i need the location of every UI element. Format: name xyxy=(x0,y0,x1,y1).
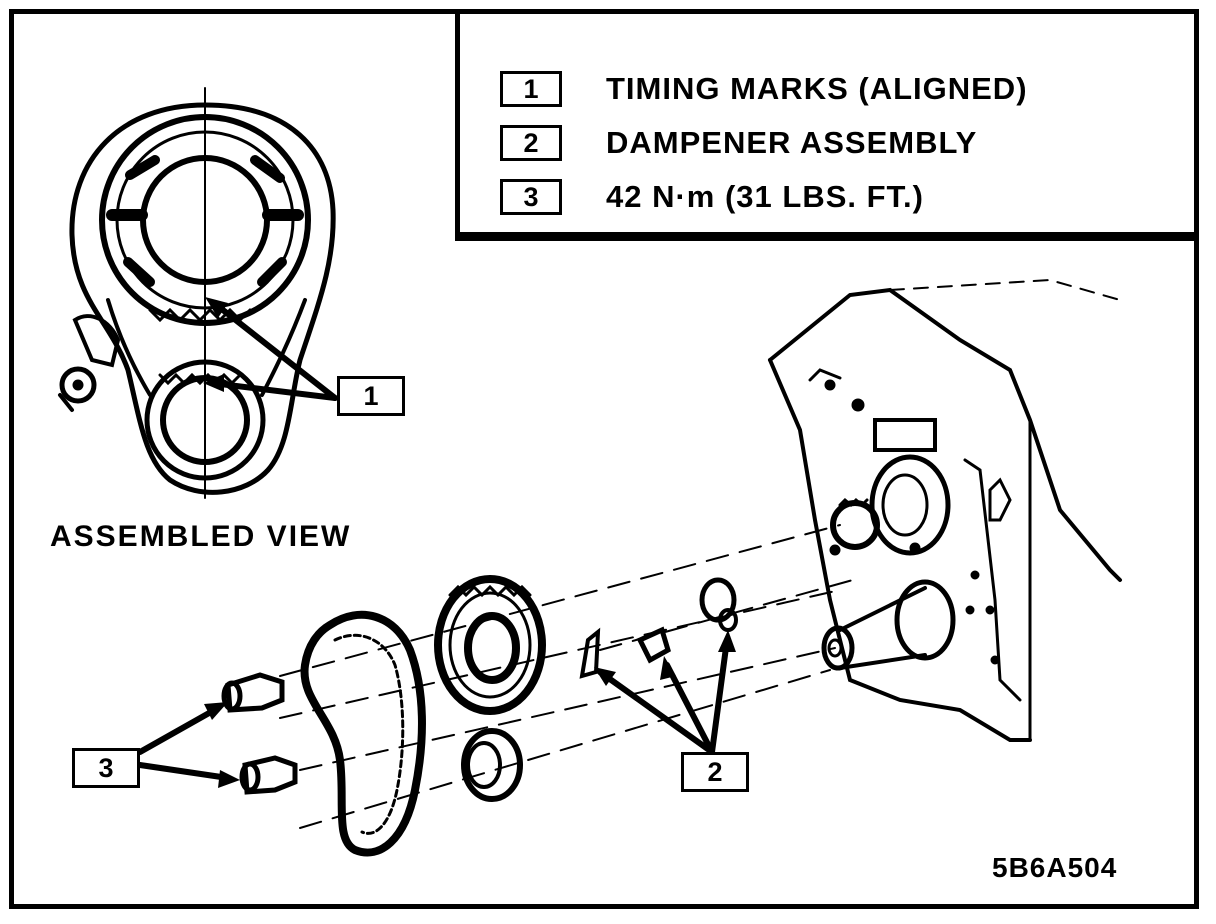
assembled-view-caption: ASSEMBLED VIEW xyxy=(50,520,352,553)
legend-label: DAMPENER ASSEMBLY xyxy=(606,125,978,160)
callout-timing-marks: 1 xyxy=(337,376,405,416)
legend-label: 42 N·m (31 LBS. FT.) xyxy=(606,179,924,214)
small-sprocket xyxy=(461,728,523,802)
legend-item-2: 2 DAMPENER ASSEMBLY xyxy=(500,123,977,163)
timing-chain xyxy=(300,610,426,857)
legend-label: TIMING MARKS (ALIGNED) xyxy=(606,71,1028,106)
callout-bolts: 3 xyxy=(72,748,140,788)
legend-number-box: 1 xyxy=(500,71,562,107)
figure-code: 5B6A504 xyxy=(992,852,1118,883)
callout-dampener: 2 xyxy=(681,752,749,792)
legend-item-3: 3 42 N·m (31 LBS. FT.) xyxy=(500,177,924,217)
legend-item-1: 1 TIMING MARKS (ALIGNED) xyxy=(500,69,1028,109)
diagram-frame xyxy=(9,9,1199,909)
engine-block-drawing xyxy=(768,278,1122,742)
legend-number-box: 3 xyxy=(500,179,562,215)
legend-box: 1 TIMING MARKS (ALIGNED) 2 DAMPENER ASSE… xyxy=(455,9,1199,241)
assembled-view-drawing xyxy=(58,87,338,499)
exploded-parts-drawing xyxy=(137,524,861,857)
legend-number-box: 2 xyxy=(500,125,562,161)
large-sprocket xyxy=(434,575,546,715)
